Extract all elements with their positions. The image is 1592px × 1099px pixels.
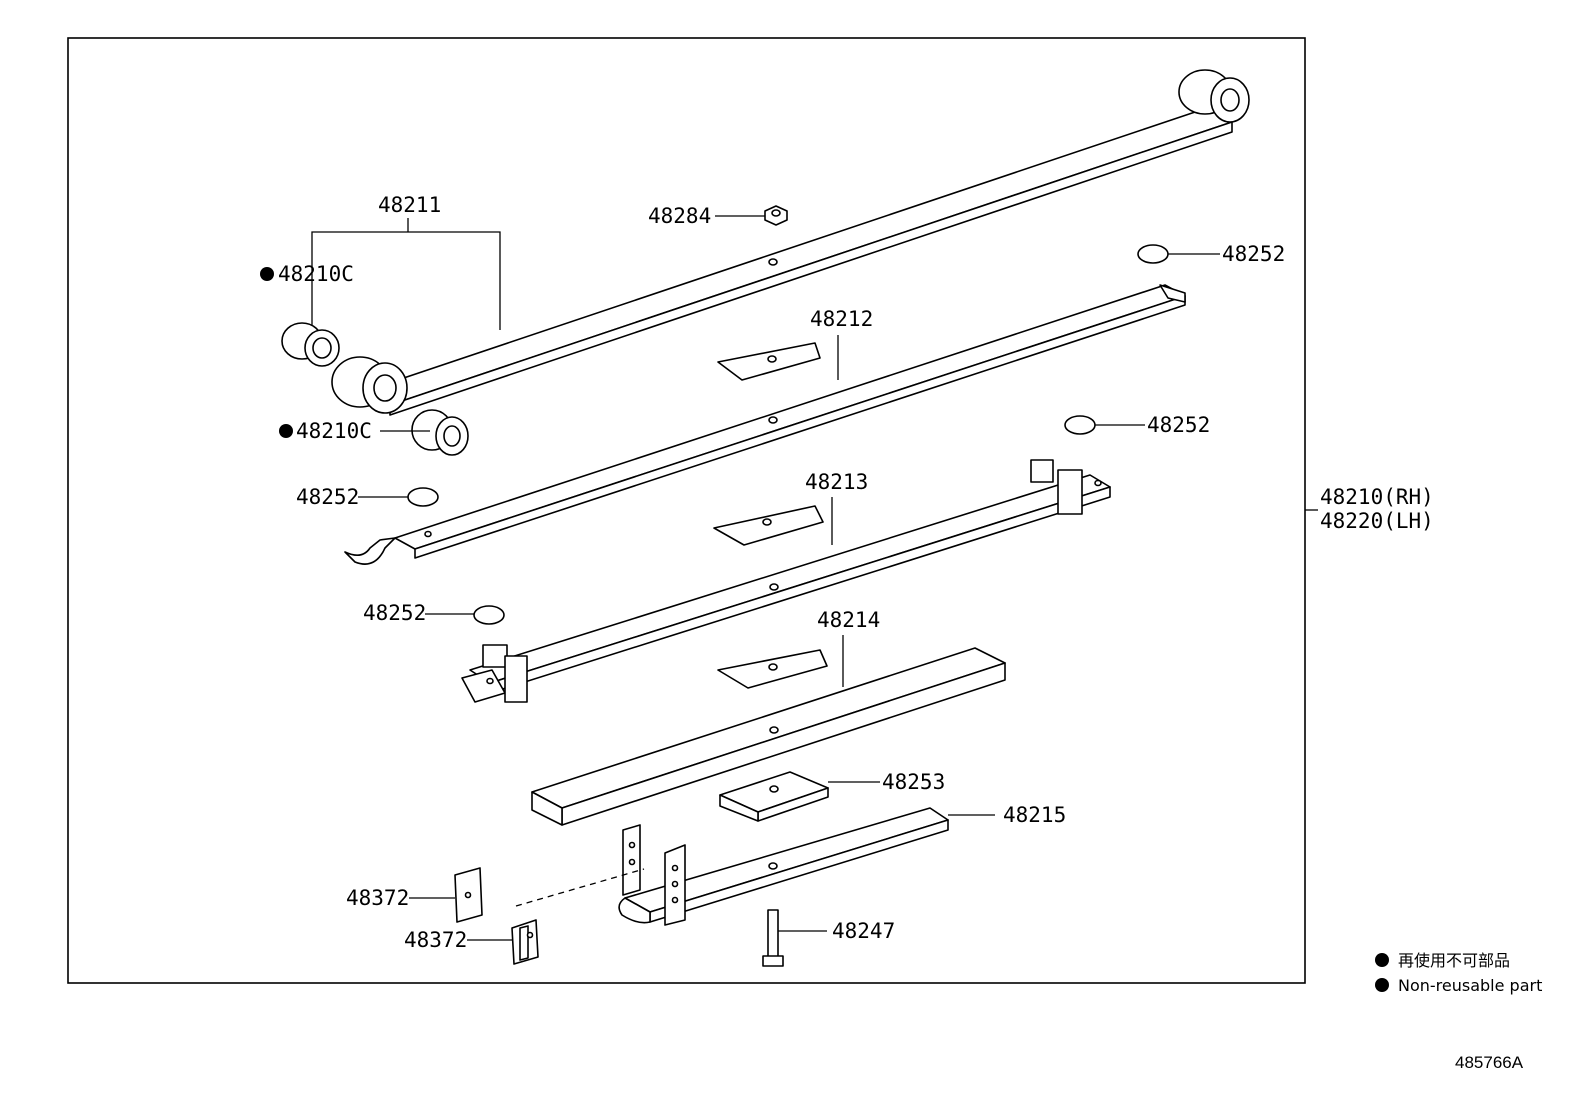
label-48215: 48215 [1003, 803, 1066, 827]
clip-48372-a [454, 867, 483, 923]
pad-48253 [719, 771, 829, 822]
main-leaf-48211 [331, 69, 1250, 416]
label-assembly-rh: 48210(RH) [1320, 485, 1434, 509]
label-assembly-lh: 48220(LH) [1320, 509, 1434, 533]
label-48372-b: 48372 [404, 928, 467, 952]
legend-mark-2 [1375, 978, 1389, 992]
bolt-48247 [762, 909, 784, 967]
legend: 再使用不可部品 Non-reusable part [1375, 951, 1542, 995]
cap-48252-c [407, 487, 439, 507]
label-48247: 48247 [832, 919, 895, 943]
label-48210c-bottom: 48210C [296, 419, 372, 443]
non-reusable-mark-bottom [279, 424, 293, 438]
diagram-code: 485766A [1455, 1053, 1524, 1072]
label-48372-a: 48372 [346, 886, 409, 910]
bushing-48210c-top [281, 322, 340, 367]
label-48284: 48284 [648, 204, 711, 228]
label-48210c-top: 48210C [278, 262, 354, 286]
legend-mark-1 [1375, 953, 1389, 967]
cap-48252-d [473, 605, 505, 625]
cap-48252-b [1064, 415, 1096, 435]
label-48252-c: 48252 [296, 485, 359, 509]
clip-48372-b [511, 919, 539, 965]
label-48252-a: 48252 [1222, 242, 1285, 266]
leaf-48212 [344, 284, 1186, 565]
label-48212: 48212 [810, 307, 873, 331]
non-reusable-mark-top [260, 267, 274, 281]
diagram-frame [67, 37, 1306, 984]
label-48211: 48211 [378, 193, 441, 217]
label-48213: 48213 [805, 470, 868, 494]
legend-item-2: Non-reusable part [1398, 976, 1542, 995]
leaf-48214 [531, 647, 1006, 826]
leaf-48213 [461, 459, 1111, 703]
part-labels: 48211 48210C 48210C 48284 48252 48212 48… [260, 193, 1434, 952]
label-48252-b: 48252 [1147, 413, 1210, 437]
label-48252-d: 48252 [363, 601, 426, 625]
nut-48284 [764, 205, 788, 226]
legend-item-1: 再使用不可部品 [1398, 951, 1510, 970]
label-48253: 48253 [882, 770, 945, 794]
leaf-48215 [618, 807, 949, 926]
bushing-48210c-bottom [411, 409, 469, 456]
label-48214: 48214 [817, 608, 880, 632]
cap-48252-a [1137, 244, 1169, 264]
leader-lines [311, 215, 1318, 941]
